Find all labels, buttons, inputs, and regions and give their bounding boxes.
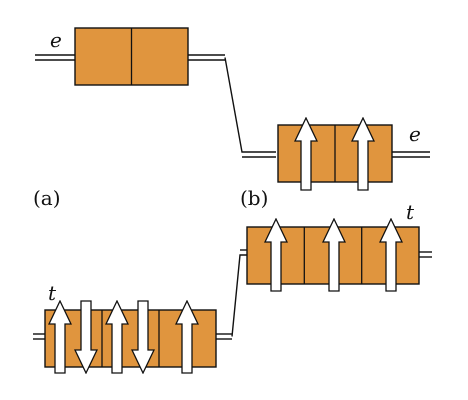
panel-b-label: (b)	[240, 186, 268, 210]
transition-line-top	[224, 57, 276, 158]
e-level-lines-right	[392, 151, 430, 158]
transition-line-bottom	[231, 249, 247, 337]
e-label-b: e	[409, 122, 421, 146]
panel-a: e t (a)	[33, 27, 232, 374]
t-level-lines-a	[33, 333, 232, 340]
e-orbital-boxes-a	[74, 27, 189, 86]
panel-a-label: (a)	[33, 186, 61, 210]
e-label-a: e	[50, 28, 62, 52]
panel-b: e t (b)	[240, 117, 432, 292]
t-orbital-boxes-a	[44, 300, 217, 374]
e-level-lines-left	[35, 54, 225, 61]
e-orbital-boxes-b	[277, 117, 393, 191]
t-orbital-boxes-b	[246, 218, 420, 292]
t-label-b: t	[406, 200, 415, 224]
t-label-a: t	[48, 281, 57, 305]
t-level-lines-right	[419, 251, 432, 258]
